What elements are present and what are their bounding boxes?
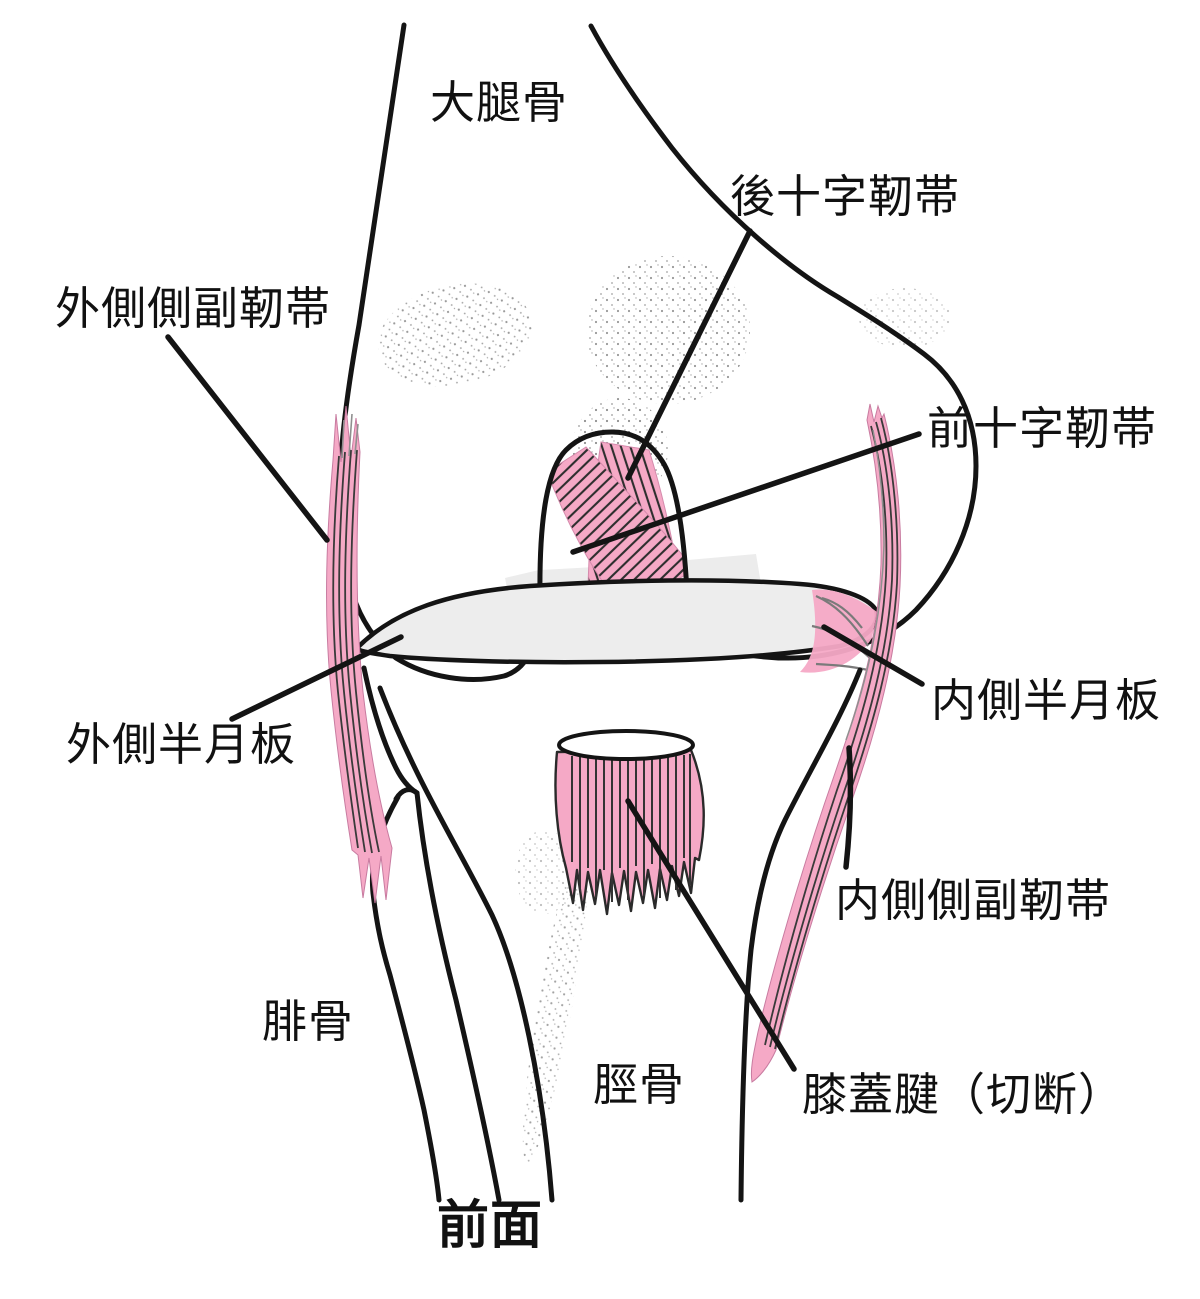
medial-meniscus-label: 内側半月板 [931, 675, 1162, 726]
tibia-label: 脛骨 [593, 1059, 686, 1110]
patellar-tendon-label: 膝蓋腱（切断） [802, 1069, 1125, 1120]
acl-leader-line [570, 431, 922, 555]
acl-label: 前十字靭帯 [927, 403, 1158, 454]
mcl-band [750, 403, 902, 1083]
tendon-cut-surface [557, 729, 695, 761]
tibia-fibula-outlines [361, 665, 863, 1203]
tibia-left-edge [361, 665, 420, 796]
tibia-right-edge [738, 667, 863, 1203]
patellar-tendon-cut [554, 729, 705, 916]
patellar-tendon-leader-line [625, 798, 797, 1072]
leader-lines [165, 228, 925, 1072]
fibula-label: 腓骨 [262, 996, 355, 1047]
pcl-label: 後十字靭帯 [730, 171, 961, 222]
lateral-meniscus-label: 外側半月板 [66, 719, 297, 770]
medial-meniscus-leader-line [821, 624, 925, 687]
fibula-right-edge [414, 790, 502, 1203]
acl-band [546, 446, 687, 611]
mcl-label: 内側側副靭帯 [835, 875, 1112, 926]
tibia-anterior-crest [377, 685, 555, 1203]
lateral-meniscus-leader-line [229, 634, 404, 722]
lcl-leader-line [165, 334, 330, 543]
femur-label: 大腿骨 [430, 77, 569, 128]
view-caption: 前面 [437, 1197, 544, 1255]
pcl-leader-line [625, 228, 753, 481]
lcl-label: 外側側副靭帯 [55, 283, 332, 334]
mcl-leader-line [843, 745, 854, 870]
